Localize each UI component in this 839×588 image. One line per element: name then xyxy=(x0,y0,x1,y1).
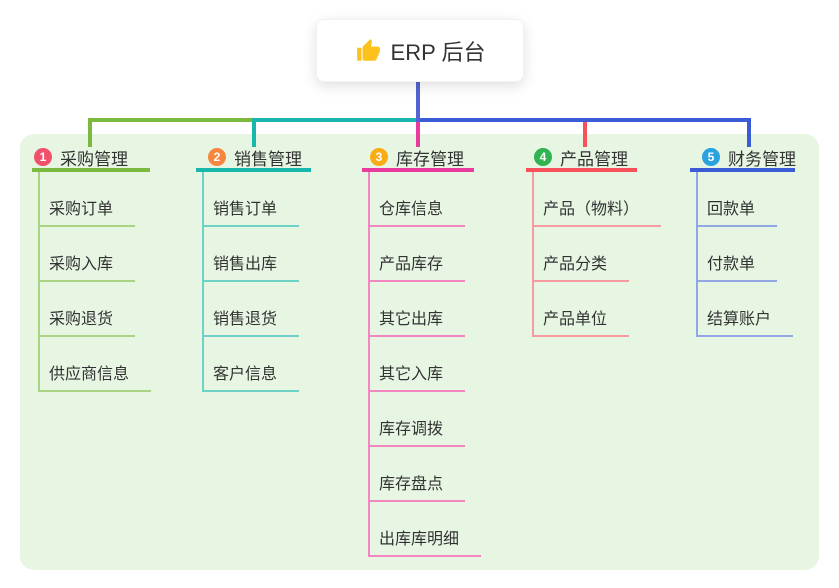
child-row: 其它入库 xyxy=(368,337,474,392)
child-node[interactable]: 采购订单 xyxy=(38,195,136,227)
connector-segment xyxy=(88,118,92,147)
branches-panel xyxy=(20,134,819,570)
branch-title: 产品管理 xyxy=(560,149,628,169)
branch-children: 回款单 付款单 结算账户 xyxy=(696,172,795,337)
child-row: 结算账户 xyxy=(696,282,795,337)
branch-3: 3 库存管理 仓库信息 产品库存 其它出库 其它入库 库存调拨 库存盘点 出库库… xyxy=(362,146,482,557)
branch-title: 库存管理 xyxy=(396,149,464,169)
child-node[interactable]: 出库库明细 xyxy=(368,525,482,557)
child-row: 采购订单 xyxy=(38,172,150,227)
branch-child-connector xyxy=(368,172,370,557)
branch-number-badge: 1 xyxy=(34,148,52,166)
root-node[interactable]: ERP 后台 xyxy=(316,19,524,82)
branch-4: 4 产品管理 产品（物料） 产品分类 产品单位 xyxy=(526,146,662,337)
branch-title: 销售管理 xyxy=(234,149,302,169)
child-node[interactable]: 库存调拨 xyxy=(368,415,466,447)
child-node[interactable]: 回款单 xyxy=(696,195,778,227)
branch-node[interactable]: 5 财务管理 xyxy=(690,146,796,172)
child-node[interactable]: 产品分类 xyxy=(532,250,630,282)
branch-children: 销售订单 销售出库 销售退货 客户信息 xyxy=(202,172,311,392)
connector-segment xyxy=(747,118,751,147)
child-row: 出库库明细 xyxy=(368,502,482,557)
thumbs-up-icon xyxy=(356,38,380,61)
branch-title: 财务管理 xyxy=(728,149,796,169)
child-row: 客户信息 xyxy=(202,337,311,392)
connector-segment xyxy=(583,122,587,147)
branch-children: 产品（物料） 产品分类 产品单位 xyxy=(532,172,662,337)
child-row: 库存盘点 xyxy=(368,447,474,502)
child-node[interactable]: 其它入库 xyxy=(368,360,466,392)
branch-2: 2 销售管理 销售订单 销售出库 销售退货 客户信息 xyxy=(196,146,311,392)
branch-node[interactable]: 1 采购管理 xyxy=(32,146,150,172)
connector-segment xyxy=(252,118,416,122)
branch-1: 1 采购管理 采购订单 采购入库 采购退货 供应商信息 xyxy=(32,146,152,392)
child-row: 供应商信息 xyxy=(38,337,152,392)
child-row: 产品库存 xyxy=(368,227,474,282)
child-node[interactable]: 采购入库 xyxy=(38,250,136,282)
child-row: 付款单 xyxy=(696,227,795,282)
child-node[interactable]: 销售退货 xyxy=(202,305,300,337)
child-node[interactable]: 供应商信息 xyxy=(38,360,152,392)
child-node[interactable]: 库存盘点 xyxy=(368,470,466,502)
connector-segment xyxy=(420,118,751,122)
child-row: 产品分类 xyxy=(532,227,637,282)
child-row: 采购退货 xyxy=(38,282,150,337)
branch-node[interactable]: 2 销售管理 xyxy=(196,146,311,172)
child-node[interactable]: 产品（物料） xyxy=(532,195,662,227)
branch-node[interactable]: 4 产品管理 xyxy=(526,146,637,172)
branch-children: 仓库信息 产品库存 其它出库 其它入库 库存调拨 库存盘点 出库库明细 xyxy=(368,172,482,557)
child-row: 其它出库 xyxy=(368,282,474,337)
child-node[interactable]: 销售订单 xyxy=(202,195,300,227)
branch-node[interactable]: 3 库存管理 xyxy=(362,146,474,172)
branch-number-badge: 4 xyxy=(534,148,552,166)
child-row: 采购入库 xyxy=(38,227,150,282)
child-row: 库存调拨 xyxy=(368,392,474,447)
child-row: 销售出库 xyxy=(202,227,311,282)
child-node[interactable]: 付款单 xyxy=(696,250,778,282)
connector-segment xyxy=(416,122,420,147)
child-node[interactable]: 其它出库 xyxy=(368,305,466,337)
connector-segment xyxy=(252,118,256,147)
child-node[interactable]: 采购退货 xyxy=(38,305,136,337)
child-node[interactable]: 产品单位 xyxy=(532,305,630,337)
branch-child-connector xyxy=(696,172,698,337)
child-node[interactable]: 结算账户 xyxy=(696,305,794,337)
child-row: 回款单 xyxy=(696,172,795,227)
connector-segment xyxy=(88,118,256,122)
child-row: 销售退货 xyxy=(202,282,311,337)
branch-title: 采购管理 xyxy=(60,149,128,169)
child-node[interactable]: 客户信息 xyxy=(202,360,300,392)
branch-child-connector xyxy=(532,172,534,337)
branch-child-connector xyxy=(202,172,204,392)
child-row: 销售订单 xyxy=(202,172,311,227)
branch-child-connector xyxy=(38,172,40,392)
branch-number-badge: 2 xyxy=(208,148,226,166)
connector-segment xyxy=(416,82,420,122)
root-label: ERP 后台 xyxy=(390,39,486,65)
branch-number-badge: 5 xyxy=(702,148,720,166)
child-row: 仓库信息 xyxy=(368,172,474,227)
child-node[interactable]: 销售出库 xyxy=(202,250,300,282)
child-node[interactable]: 产品库存 xyxy=(368,250,466,282)
branch-number-badge: 3 xyxy=(370,148,388,166)
child-row: 产品（物料） xyxy=(532,172,662,227)
branch-5: 5 财务管理 回款单 付款单 结算账户 xyxy=(690,146,796,337)
child-node[interactable]: 仓库信息 xyxy=(368,195,466,227)
branch-children: 采购订单 采购入库 采购退货 供应商信息 xyxy=(38,172,152,392)
child-row: 产品单位 xyxy=(532,282,637,337)
